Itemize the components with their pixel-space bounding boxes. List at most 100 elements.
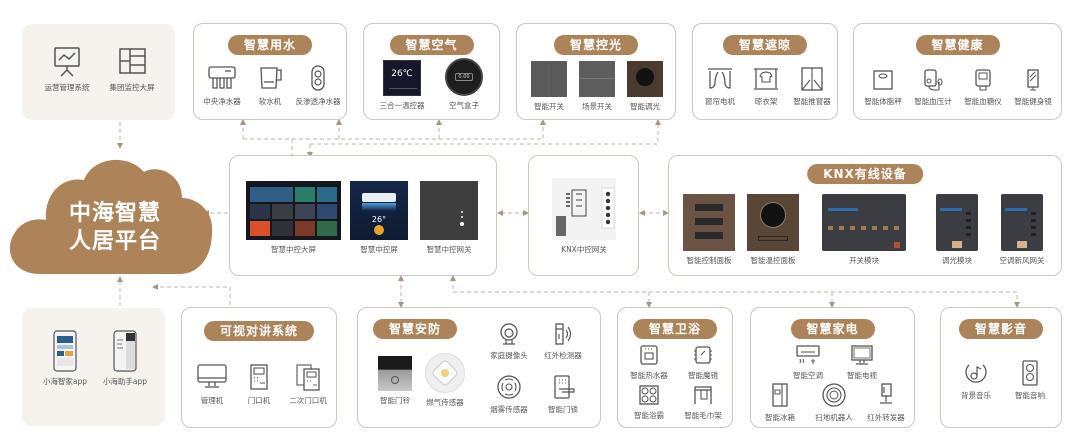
connector-bottom-bus [450, 275, 1020, 308]
device-label: 智能魔镜 [688, 371, 718, 380]
device-item[interactable]: 红外检测器 [536, 322, 590, 361]
device-item[interactable]: 26℃ 三合一温控器 [372, 60, 432, 111]
management-label: 集团监控大屏 [109, 83, 155, 92]
group-smart-audio-video: 智慧影音 背景音乐 智能音响 [940, 307, 1062, 428]
device-item[interactable]: 燃气传感器 [418, 353, 472, 408]
smart-switch-image [531, 61, 567, 97]
device-item[interactable]: 智能热水器 [622, 344, 676, 381]
device-item[interactable]: 智能控制面板 [679, 194, 739, 266]
device-item[interactable]: 智能冰箱 [755, 382, 805, 423]
device-item[interactable]: 调光模块 [927, 194, 987, 266]
device-item[interactable]: 扫地机器人 [807, 382, 861, 423]
device-item[interactable]: 智慧中控大屏 [246, 181, 341, 255]
phone-app-icon [113, 330, 137, 372]
device-item[interactable]: 中央净水器 [198, 64, 246, 107]
ro-purifier-icon [311, 65, 325, 91]
app-item[interactable]: 小海助手app [90, 330, 160, 387]
device-item[interactable]: 智能开关 [525, 61, 573, 112]
doorbell-image [378, 356, 412, 391]
control-screen-image: 26° [350, 181, 408, 240]
device-item[interactable]: 智能推窗器 [789, 66, 835, 107]
device-item[interactable]: 智能门锁 [536, 374, 590, 415]
device-label: 智能调光 [630, 102, 660, 111]
knx-gateway-panel: KNX中控网关 [528, 155, 639, 276]
device-item[interactable]: 门口机 [236, 363, 282, 406]
device-item[interactable]: 二次门口机 [282, 363, 334, 406]
platform-cloud[interactable]: 中海智慧 人居平台 [0, 150, 230, 280]
device-item[interactable]: 管理机 [188, 363, 236, 406]
device-label: 燃气传感器 [426, 398, 464, 407]
device-item[interactable]: 窗帘电机 [697, 66, 743, 107]
device-item[interactable]: 智能空调 [781, 344, 835, 381]
device-label: 智能开关 [534, 102, 564, 111]
knx-gateway-image [552, 178, 616, 240]
water-purifier-icon [208, 66, 236, 89]
management-item[interactable]: 运营管理系统 [32, 46, 102, 93]
device-item[interactable]: 空调新风网关 [992, 194, 1052, 266]
device-item[interactable]: 智能毛巾架 [676, 384, 730, 421]
robot-vacuum-icon [822, 383, 846, 407]
device-label: 三合一温控器 [379, 101, 425, 110]
door-lock-icon [554, 375, 575, 399]
app-label: 小海助手app [102, 377, 148, 386]
device-item[interactable]: 智能血糖仪 [958, 68, 1008, 107]
group-smart-shading: 智慧遮晾 窗帘电机 晾衣架 智能推窗器 [692, 23, 838, 120]
device-item[interactable]: 开关模块 [819, 194, 909, 266]
control-big-screen-image [246, 181, 341, 240]
infrared-detector-icon [555, 323, 572, 345]
speaker-icon [1022, 360, 1038, 386]
ir-blaster-icon [880, 383, 892, 404]
magic-mirror-icon [694, 346, 712, 364]
device-label: 智能门铃 [380, 396, 410, 405]
thermostat-display: 26℃ [391, 69, 413, 79]
thermostat-image: 26℃ [383, 60, 421, 96]
device-item[interactable]: 背景音乐 [949, 360, 1003, 401]
group-smart-lighting: 智慧控光 智能开关 场景开关 智能调光 [516, 23, 676, 120]
device-label: 中央净水器 [203, 97, 241, 106]
device-item[interactable]: 家庭摄像头 [482, 322, 536, 361]
device-item[interactable]: 场景开关 [573, 61, 621, 112]
device-item[interactable]: 烟雾传感器 [482, 374, 536, 415]
device-item[interactable]: 软水机 [246, 64, 294, 107]
device-label: 调光模块 [942, 256, 972, 265]
device-label: 管理机 [200, 396, 224, 405]
group-title: 智慧安防 [372, 319, 458, 339]
device-label: 智能控制面板 [686, 256, 732, 265]
blood-pressure-icon [924, 69, 943, 91]
device-item[interactable]: 0.00 空气盒子 [434, 58, 494, 111]
device-item[interactable]: 智能温控面板 [743, 194, 803, 266]
device-item[interactable]: 智能音响 [1003, 360, 1057, 401]
device-item[interactable]: 智能门铃 [370, 356, 420, 406]
device-item[interactable]: 智能魔镜 [676, 344, 730, 381]
dimming-module-image [936, 194, 978, 251]
device-item[interactable]: 智能健身镜 [1008, 68, 1058, 107]
water-heater-icon [640, 345, 658, 365]
device-item[interactable]: 智能血压计 [908, 68, 958, 107]
app-item[interactable]: 小海智家app [30, 330, 100, 387]
device-label: 背景音乐 [961, 391, 991, 400]
management-label: 运营管理系统 [44, 83, 90, 92]
device-item[interactable]: 智能调光 [621, 61, 669, 112]
device-item[interactable]: 26° 智慧中控屏 [350, 181, 408, 255]
group-title: 智慧空气 [389, 35, 474, 55]
knx-devices-panel: KNX有线设备 智能控制面板 智能温控面板 开关模块 调光模块 [668, 155, 1062, 276]
device-item[interactable]: 红外转发器 [859, 382, 913, 423]
device-item[interactable]: 晾衣架 [743, 66, 789, 107]
device-item[interactable]: 智慧中控网关 [419, 181, 479, 255]
device-item[interactable]: 智能浴霸 [622, 384, 676, 421]
device-label: 智能血压计 [914, 97, 952, 106]
management-item[interactable]: 集团监控大屏 [97, 46, 167, 93]
device-item[interactable]: 智能体脂秤 [858, 68, 908, 107]
device-label: 智能健身镜 [1014, 97, 1052, 106]
device-item[interactable]: 智能电视 [835, 344, 889, 381]
device-label: 智能毛巾架 [684, 411, 722, 420]
device-item[interactable]: 反渗透净水器 [294, 64, 342, 107]
device-item[interactable]: KNX中控网关 [539, 178, 629, 255]
device-label: 扫地机器人 [815, 413, 853, 422]
device-label: 智能冰箱 [765, 413, 795, 422]
device-label: 智能热水器 [630, 371, 668, 380]
group-title: 智慧家电 [790, 319, 875, 339]
presentation-board-icon [54, 47, 80, 77]
bath-heater-icon [639, 385, 659, 405]
device-label: 智能体脂秤 [864, 97, 902, 106]
